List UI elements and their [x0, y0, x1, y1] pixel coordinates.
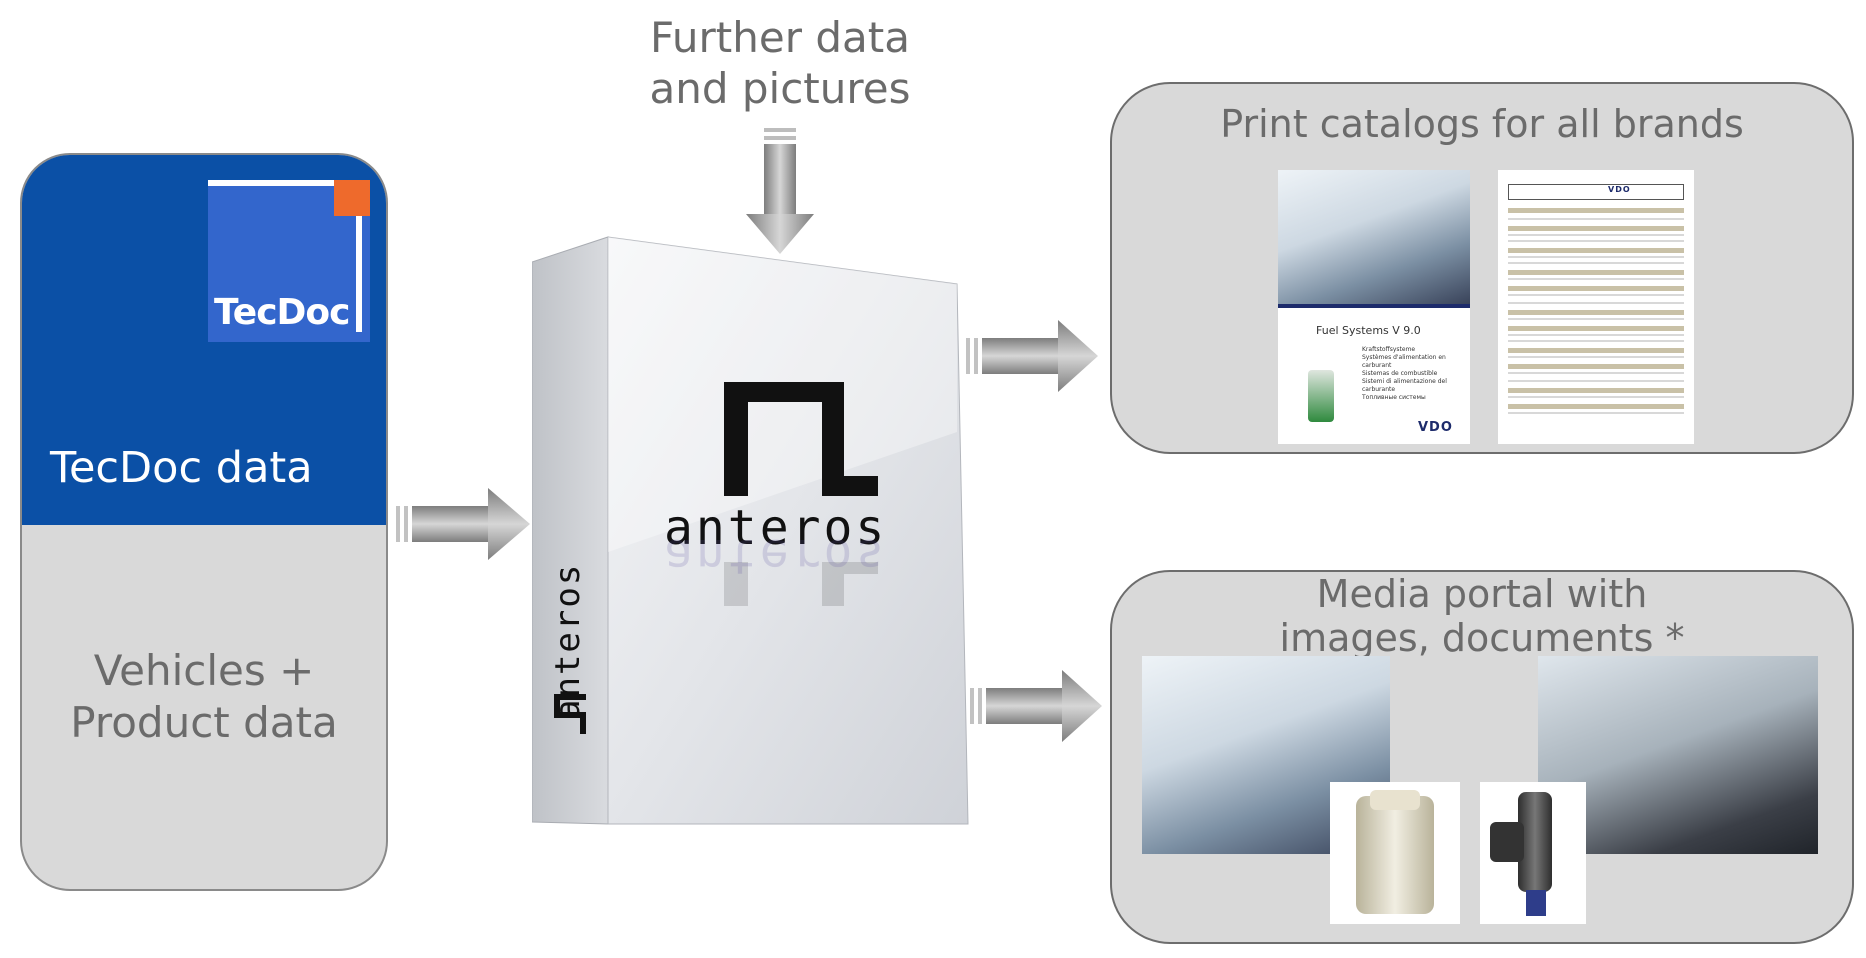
catalog-cover-line: Systèmes d'alimentation en carburant: [1362, 354, 1470, 370]
tecdoc-section: TecDoc TecDoc data: [22, 155, 386, 525]
injector-photo: [1480, 782, 1586, 924]
tecdoc-logo: TecDoc: [208, 180, 370, 342]
logo-frame-top: [208, 180, 334, 186]
tecdoc-logo-text: TecDoc: [214, 292, 350, 333]
arrow-right-icon: [970, 668, 1106, 748]
catalog-cover-languages: Kraftstoffsysteme Systèmes d'alimentatio…: [1362, 346, 1470, 402]
catalog-cover-thumbnail: Fuel Systems V 9.0 Kraftstoffsysteme Sys…: [1278, 170, 1470, 444]
catalog-cover-line: Kraftstoffsysteme: [1362, 346, 1470, 354]
catalog-cover-version: V 9.0: [1392, 324, 1421, 337]
tecdoc-data-label: TecDoc data: [50, 443, 313, 493]
vehicles-label-line2: Product data: [22, 697, 386, 749]
vehicles-label-line1: Vehicles +: [22, 645, 386, 697]
injector-tip: [1526, 890, 1546, 916]
print-catalogs-title: Print catalogs for all brands: [1112, 102, 1852, 146]
further-label-line1: Further data: [620, 12, 940, 63]
vdo-brand-label: VDO: [1418, 420, 1453, 435]
print-catalogs-card: Print catalogs for all brands Fuel Syste…: [1110, 82, 1854, 454]
arrow-right-icon: [396, 486, 534, 566]
further-data-label: Further data and pictures: [620, 12, 940, 114]
catalog-page-header: [1508, 184, 1684, 200]
arrow-right-icon: [966, 318, 1102, 398]
catalog-page-vdo: VDO: [1608, 185, 1631, 194]
injector-connector: [1490, 822, 1524, 862]
fuel-pump-photo: [1330, 782, 1460, 924]
logo-orange-square: [334, 180, 370, 216]
fuel-pump-top: [1370, 790, 1420, 810]
source-card: TecDoc TecDoc data Vehicles + Product da…: [20, 153, 388, 891]
anteros-wordmark-reflection: anteros: [664, 528, 934, 584]
catalog-cover-line: Топливные системы: [1362, 394, 1470, 402]
catalog-cover-title: Fuel Systems V 9.0: [1316, 324, 1421, 338]
media-title-line1: Media portal with: [1112, 572, 1852, 616]
catalog-cover-photo: [1278, 170, 1470, 304]
catalog-page-thumbnail: VDO: [1498, 170, 1694, 444]
media-title-line2: images, documents *: [1112, 616, 1852, 660]
catalog-cover-band: [1278, 304, 1470, 308]
media-portal-title: Media portal with images, documents *: [1112, 572, 1852, 660]
fuel-pump-icon: [1308, 370, 1334, 422]
vehicles-product-label: Vehicles + Product data: [22, 645, 386, 749]
further-label-line2: and pictures: [620, 63, 940, 114]
catalog-cover-line: Sistemas de combustible: [1362, 370, 1470, 378]
fuel-pump-body: [1356, 796, 1434, 914]
anteros-small-logo-icon: [550, 688, 592, 740]
catalog-cover-line: Sistemi di alimentazione del carburante: [1362, 378, 1470, 394]
catalog-cover-title-text: Fuel Systems: [1316, 324, 1389, 337]
